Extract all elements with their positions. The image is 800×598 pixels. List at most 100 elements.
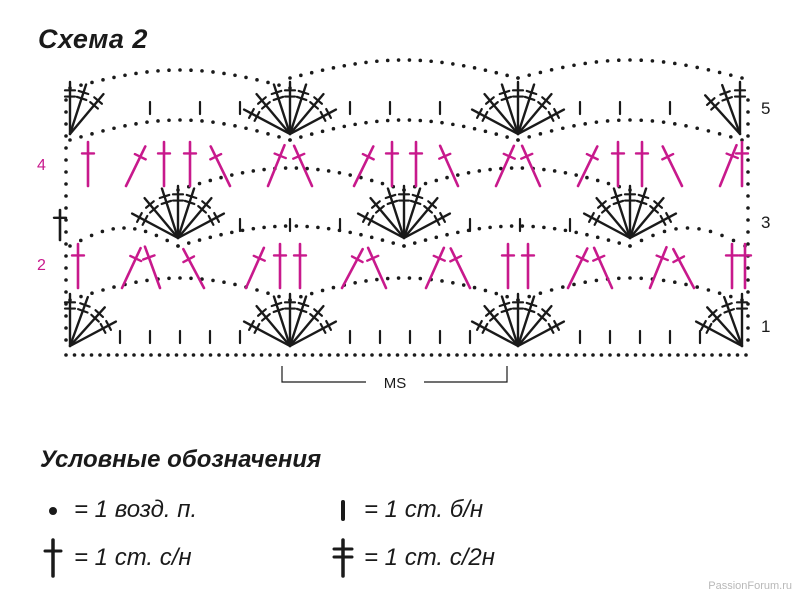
chain-dot: [64, 122, 68, 126]
chain-dot: [353, 353, 357, 357]
chain-dot: [706, 288, 711, 292]
row-number-2: 2: [37, 257, 46, 274]
chain-dot: [266, 80, 270, 85]
shell-fan: [694, 292, 749, 348]
chain-dot: [628, 276, 632, 280]
chain-dot: [197, 238, 202, 242]
chain-dot: [695, 285, 699, 289]
dc-symbol: [734, 140, 750, 188]
shell-fans: [63, 80, 749, 348]
chain-dot: [222, 71, 226, 76]
chain-dot: [695, 126, 699, 131]
chain-dot: [642, 353, 646, 357]
chain-dot: [673, 61, 677, 66]
chain-dot: [440, 279, 444, 283]
chain-dot: [68, 138, 72, 142]
chain-dot: [276, 353, 281, 357]
chain-dot: [191, 353, 196, 357]
chain-dot: [676, 353, 680, 357]
chain-dot: [429, 119, 433, 124]
chain-arches: [64, 58, 750, 357]
chain-dot: [375, 119, 379, 124]
chain-dot: [302, 353, 306, 357]
legend-item-chain: = 1 возд. п.: [40, 496, 197, 524]
chain-dot: [385, 58, 390, 63]
chain-dot: [344, 353, 349, 357]
chain-dot: [90, 132, 94, 136]
chain-dot: [542, 225, 546, 230]
chain-dot: [480, 353, 485, 357]
chain-dot: [572, 63, 576, 68]
chain-dot: [89, 233, 94, 238]
chain-dot: [661, 120, 666, 124]
chain-dot: [331, 126, 336, 131]
chain-dot: [531, 224, 535, 229]
chain-dot: [233, 124, 237, 128]
chain-dot: [583, 61, 587, 66]
chain-dot: [359, 232, 363, 237]
chain-dot: [380, 181, 385, 186]
chain-dot: [79, 238, 83, 243]
dc-symbol: [449, 247, 472, 290]
chain-dot: [684, 124, 688, 128]
dc-symbol: [566, 247, 589, 290]
chain-dot: [64, 206, 68, 210]
chain-dot: [527, 294, 531, 299]
chain-dot: [134, 71, 138, 76]
chain-dot: [133, 227, 137, 231]
chain-dot: [591, 353, 595, 357]
chain-dot: [64, 254, 68, 258]
chain-dot: [731, 238, 736, 243]
chain-dot: [639, 276, 643, 281]
dc-symbol: [70, 242, 86, 290]
single-crochet-icon: [341, 500, 345, 521]
chain-dot: [574, 173, 578, 177]
dc-symbol: [80, 140, 96, 188]
chain-dot: [64, 182, 68, 186]
double-crochet-icon: [43, 538, 63, 578]
chain-dot: [606, 181, 611, 186]
chain-dot: [319, 353, 323, 357]
chain-dot: [563, 228, 568, 233]
chain-dot: [242, 353, 247, 357]
chain-dot: [717, 70, 722, 75]
chain-dot: [463, 353, 468, 357]
chain-dot: [64, 146, 68, 150]
dc-symbol: [661, 145, 684, 188]
chain-dot: [746, 206, 750, 210]
chain-dot: [299, 294, 303, 299]
chain-dot-icon: [49, 507, 57, 515]
chain-dot: [456, 230, 460, 235]
chain-dot: [134, 122, 138, 126]
chain-dot: [595, 178, 600, 183]
chain-dot: [472, 126, 477, 131]
chain-dot: [143, 229, 148, 234]
dc-symbol: [292, 242, 308, 290]
chain-dot: [262, 167, 266, 172]
chain-dot: [509, 224, 514, 228]
chain-dot: [106, 353, 111, 357]
dc-symbol: [592, 246, 614, 290]
chain-dot: [183, 353, 187, 357]
chain-dot: [178, 276, 182, 280]
chain-dot: [395, 353, 400, 357]
chain-dot: [176, 244, 180, 248]
chain-dot: [375, 59, 379, 64]
chain-dot: [64, 218, 68, 222]
shell-fan: [356, 184, 452, 240]
chain-dot: [557, 353, 561, 357]
chain-dot: [514, 353, 519, 357]
chain-dot: [277, 294, 281, 299]
chain-dot: [396, 58, 401, 62]
chain-dot: [79, 294, 83, 299]
chain-dot: [563, 170, 568, 175]
chain-dot: [348, 230, 352, 235]
chain-dot: [605, 59, 610, 63]
chain-dot: [746, 134, 750, 138]
chain-dot: [594, 278, 599, 283]
chain-dot: [305, 224, 309, 229]
chain-dot: [294, 224, 299, 228]
chain-dot: [189, 276, 193, 281]
chain-dot: [516, 76, 520, 80]
chain-dot: [320, 68, 325, 72]
